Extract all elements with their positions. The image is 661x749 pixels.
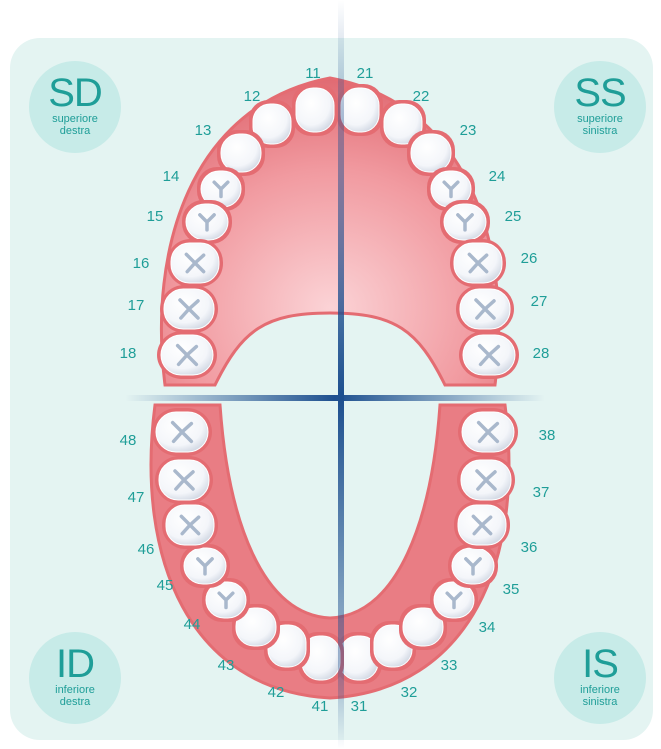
- quadrant-label: superiore: [554, 113, 646, 125]
- tooth-number-label: 43: [218, 657, 235, 674]
- tooth-crown: [296, 88, 334, 132]
- tooth-number-label: 34: [479, 619, 496, 636]
- tooth-number-label: 38: [539, 427, 556, 444]
- tooth-number-label: 35: [503, 581, 520, 598]
- tooth-number-label: 12: [244, 88, 261, 105]
- quadrant-label: inferiore: [554, 684, 646, 696]
- tooth-number-label: 33: [441, 657, 458, 674]
- tooth-number-label: 37: [533, 484, 550, 501]
- tooth-15: [182, 200, 232, 244]
- quadrant-badge-is: IS inferiore sinistra: [554, 632, 646, 724]
- tooth-number-label: 42: [268, 684, 285, 701]
- tooth-number-label: 21: [357, 65, 374, 82]
- horizontal-midline: [125, 395, 545, 401]
- tooth-number-label: 36: [521, 539, 538, 556]
- tooth-number-label: 24: [489, 168, 506, 185]
- quadrant-code: SS: [554, 73, 646, 113]
- tooth-number-label: 22: [413, 88, 430, 105]
- quadrant-label: sinistra: [554, 125, 646, 137]
- tooth-number-label: 25: [505, 208, 522, 225]
- tooth-number-label: 15: [147, 208, 164, 225]
- quadrant-label: destra: [29, 125, 121, 137]
- tooth-45: [180, 544, 230, 588]
- quadrant-label: destra: [29, 696, 121, 708]
- tooth-number-label: 26: [521, 250, 538, 267]
- quadrant-label: sinistra: [554, 696, 646, 708]
- tooth-47: [155, 456, 213, 504]
- tooth-number-label: 44: [184, 616, 201, 633]
- tooth-48: [152, 408, 212, 456]
- tooth-number-label: 13: [195, 122, 212, 139]
- tooth-36: [454, 501, 510, 549]
- quadrant-badge-id: ID inferiore destra: [29, 632, 121, 724]
- tooth-11: [292, 84, 338, 136]
- tooth-26: [450, 239, 506, 287]
- tooth-number-label: 41: [312, 698, 329, 715]
- tooth-number-label: 46: [138, 541, 155, 558]
- tooth-number-label: 48: [120, 432, 137, 449]
- tooth-16: [167, 239, 223, 287]
- tooth-number-label: 11: [305, 65, 321, 82]
- quadrant-code: ID: [29, 644, 121, 684]
- tooth-35: [448, 544, 498, 588]
- tooth-number-label: 45: [157, 577, 174, 594]
- tooth-crown: [341, 88, 379, 132]
- tooth-17: [160, 285, 218, 333]
- tooth-28: [459, 331, 519, 379]
- quadrant-label: inferiore: [29, 684, 121, 696]
- tooth-number-label: 17: [128, 297, 145, 314]
- tooth-crown: [221, 134, 261, 172]
- tooth-18: [157, 331, 217, 379]
- tooth-crown: [411, 134, 451, 172]
- quadrant-badge-ss: SS superiore sinistra: [554, 61, 646, 153]
- tooth-46: [162, 501, 218, 549]
- tooth-number-label: 18: [120, 345, 137, 362]
- tooth-number-label: 23: [460, 122, 477, 139]
- vertical-midline: [338, 0, 344, 749]
- tooth-37: [457, 456, 515, 504]
- tooth-number-label: 14: [163, 168, 180, 185]
- tooth-number-label: 28: [533, 345, 550, 362]
- tooth-27: [456, 285, 514, 333]
- tooth-number-label: 32: [401, 684, 418, 701]
- tooth-number-label: 27: [531, 293, 548, 310]
- tooth-38: [458, 408, 518, 456]
- tooth-number-label: 31: [351, 698, 368, 715]
- quadrant-label: superiore: [29, 113, 121, 125]
- quadrant-code: IS: [554, 644, 646, 684]
- tooth-25: [440, 200, 490, 244]
- tooth-number-label: 16: [133, 255, 150, 272]
- tooth-number-label: 47: [128, 489, 145, 506]
- quadrant-code: SD: [29, 73, 121, 113]
- quadrant-badge-sd: SD superiore destra: [29, 61, 121, 153]
